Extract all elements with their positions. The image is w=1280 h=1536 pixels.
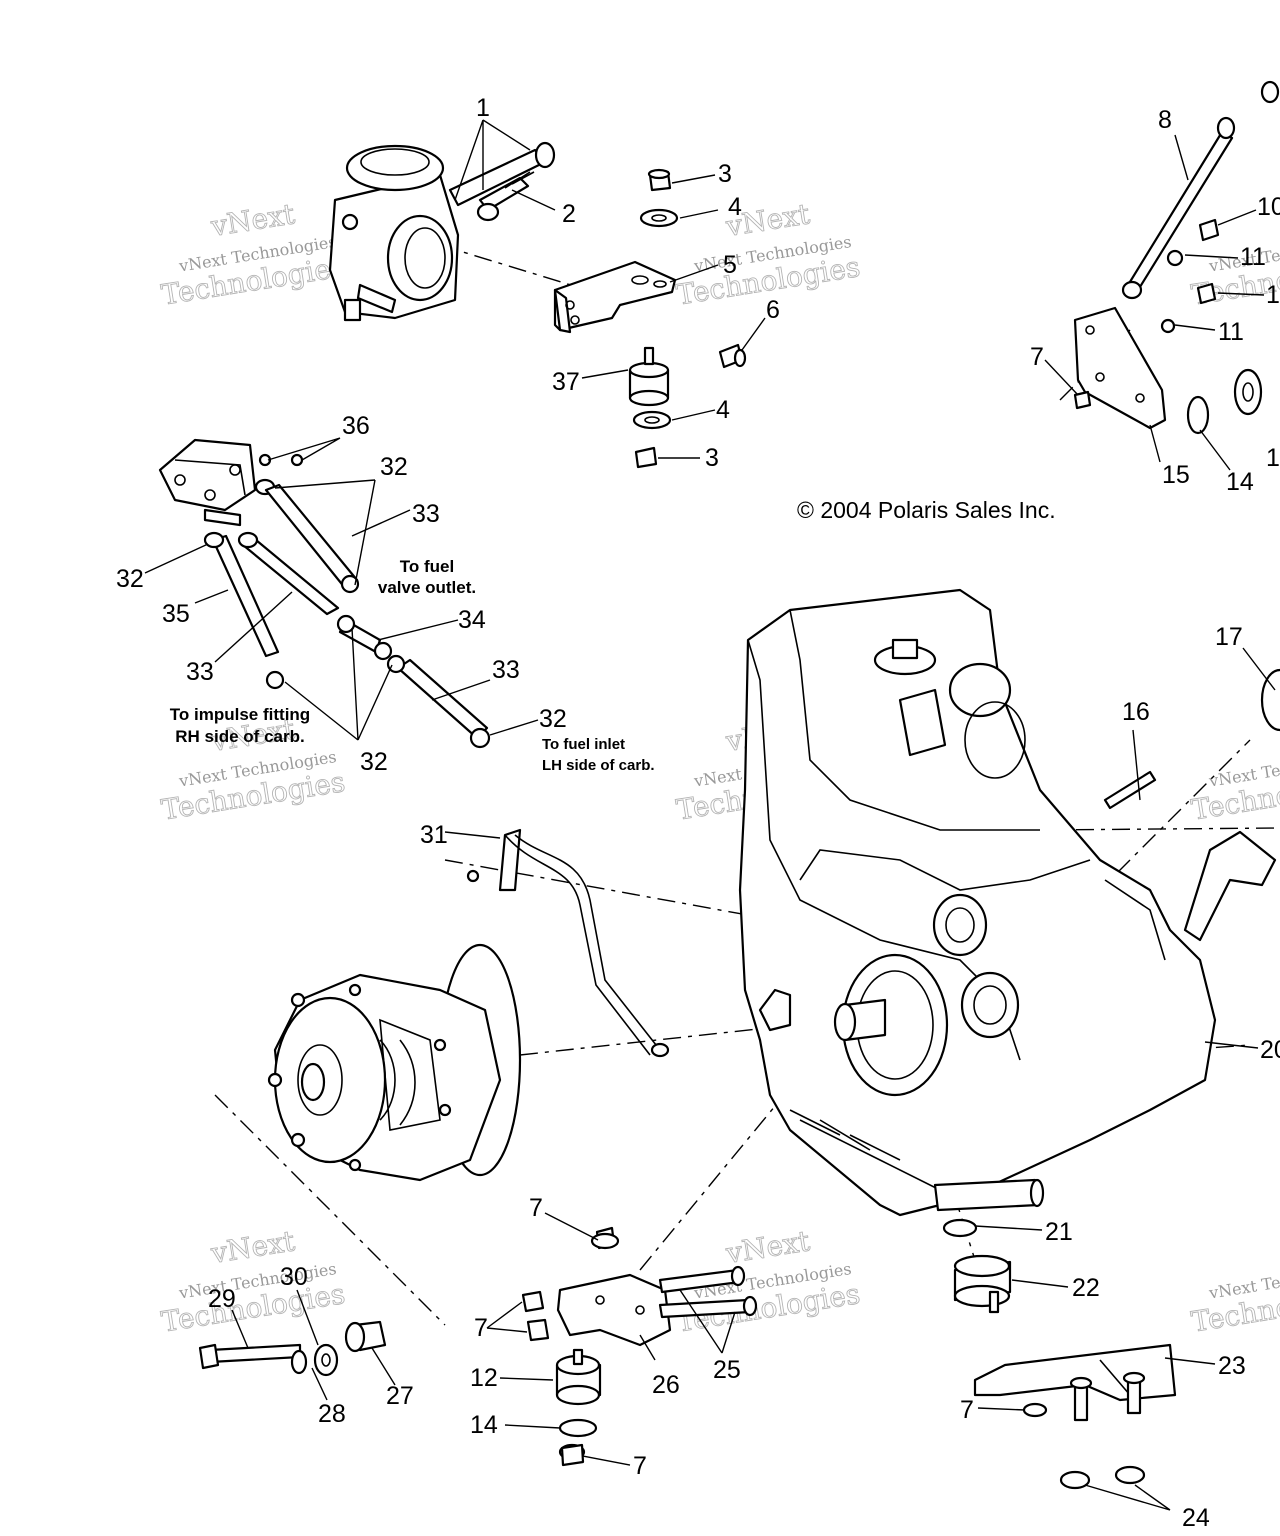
- watermark-vnext: vNext: [208, 197, 298, 243]
- callout-31: 31: [420, 821, 448, 849]
- breather-tube: [466, 828, 670, 1058]
- note-fuel-inlet-line2: LH side of carb.: [542, 757, 655, 774]
- fuel-pump: [158, 438, 304, 527]
- callout-2: 2: [562, 200, 576, 228]
- callout-26: 26: [652, 1371, 680, 1399]
- callout-14: 14: [1226, 468, 1254, 496]
- top-mount-hardware: [553, 168, 747, 469]
- callout-32: 32: [360, 748, 388, 776]
- routing-notes: To fuel valve outlet. To impulse fitting…: [170, 557, 655, 774]
- rear-mount-hardware: [942, 1218, 1177, 1490]
- note-fuel-inlet-line1: To fuel inlet: [542, 736, 625, 753]
- callout-16: 16: [1122, 698, 1150, 726]
- callout-34: 34: [458, 606, 486, 634]
- copyright-notice: © 2004 Polaris Sales Inc.: [797, 497, 1056, 523]
- callout-4: 4: [716, 396, 730, 424]
- callout-4: 4: [728, 193, 742, 221]
- callout-22: 22: [1072, 1274, 1100, 1302]
- callout-7: 7: [1030, 343, 1044, 371]
- callout-20-partial: 20: [1260, 1036, 1280, 1064]
- callout-17: 17: [1215, 623, 1243, 651]
- callout-32: 32: [116, 565, 144, 593]
- callout-25: 25: [713, 1356, 741, 1384]
- callout-33: 33: [492, 656, 520, 684]
- engine: [738, 588, 1280, 1217]
- callout-21: 21: [1045, 1218, 1073, 1246]
- note-impulse-fitting-line1: To impulse fitting: [170, 705, 310, 724]
- callout-1: 1: [476, 94, 490, 122]
- note-fuel-valve-outlet-line2: valve outlet.: [378, 578, 476, 597]
- callout-33: 33: [412, 500, 440, 528]
- callout-27: 27: [386, 1382, 414, 1410]
- callout-7: 7: [474, 1314, 488, 1342]
- callout-24: 24: [1182, 1504, 1210, 1532]
- callout-11-partial: 1: [1266, 281, 1280, 309]
- callout-3: 3: [718, 160, 732, 188]
- note-impulse-fitting-line2: RH side of carb.: [175, 727, 304, 746]
- callout-29: 29: [208, 1285, 236, 1313]
- callout-7: 7: [960, 1396, 974, 1424]
- callout-6: 6: [766, 296, 780, 324]
- front-mount-bracket: [521, 1226, 758, 1467]
- callout-36: 36: [342, 412, 370, 440]
- callout-33: 33: [186, 658, 214, 686]
- callout-12: 12: [470, 1364, 498, 1392]
- callout-numbers: 1 2 3 4 5 6 37 4 3 8 10 11 1 11 7 15 14 …: [116, 94, 1280, 1532]
- callout-7: 7: [529, 1194, 543, 1222]
- callout-11: 11: [1240, 243, 1266, 271]
- callout-23: 23: [1218, 1352, 1246, 1380]
- callout-14: 14: [470, 1411, 498, 1439]
- clutch-bolt-hardware: [198, 1320, 387, 1377]
- callout-7: 7: [633, 1452, 647, 1480]
- watermark-vnext: vNext: [723, 1224, 813, 1270]
- callout-11: 11: [1218, 318, 1244, 346]
- callout-30: 30: [280, 1263, 308, 1291]
- callout-28: 28: [318, 1400, 346, 1428]
- drive-clutch: [267, 943, 522, 1182]
- callout-5: 5: [723, 251, 737, 279]
- callout-8: 8: [1158, 106, 1172, 134]
- callout-15: 15: [1162, 461, 1190, 489]
- callout-37: 37: [552, 368, 580, 396]
- callout-35: 35: [162, 600, 190, 628]
- callout-10: 10: [1257, 193, 1280, 221]
- callout-13-partial: 1: [1266, 444, 1280, 472]
- callout-32: 32: [380, 453, 408, 481]
- leader-lines: [144, 119, 1276, 1511]
- carburetor: [328, 144, 460, 322]
- carb-cable-fittings: [448, 141, 556, 222]
- callout-3: 3: [705, 444, 719, 472]
- torque-stop-rod: [1073, 80, 1280, 435]
- note-fuel-valve-outlet-line1: To fuel: [400, 557, 454, 576]
- fuel-hoses: [203, 483, 491, 749]
- callout-32: 32: [539, 705, 567, 733]
